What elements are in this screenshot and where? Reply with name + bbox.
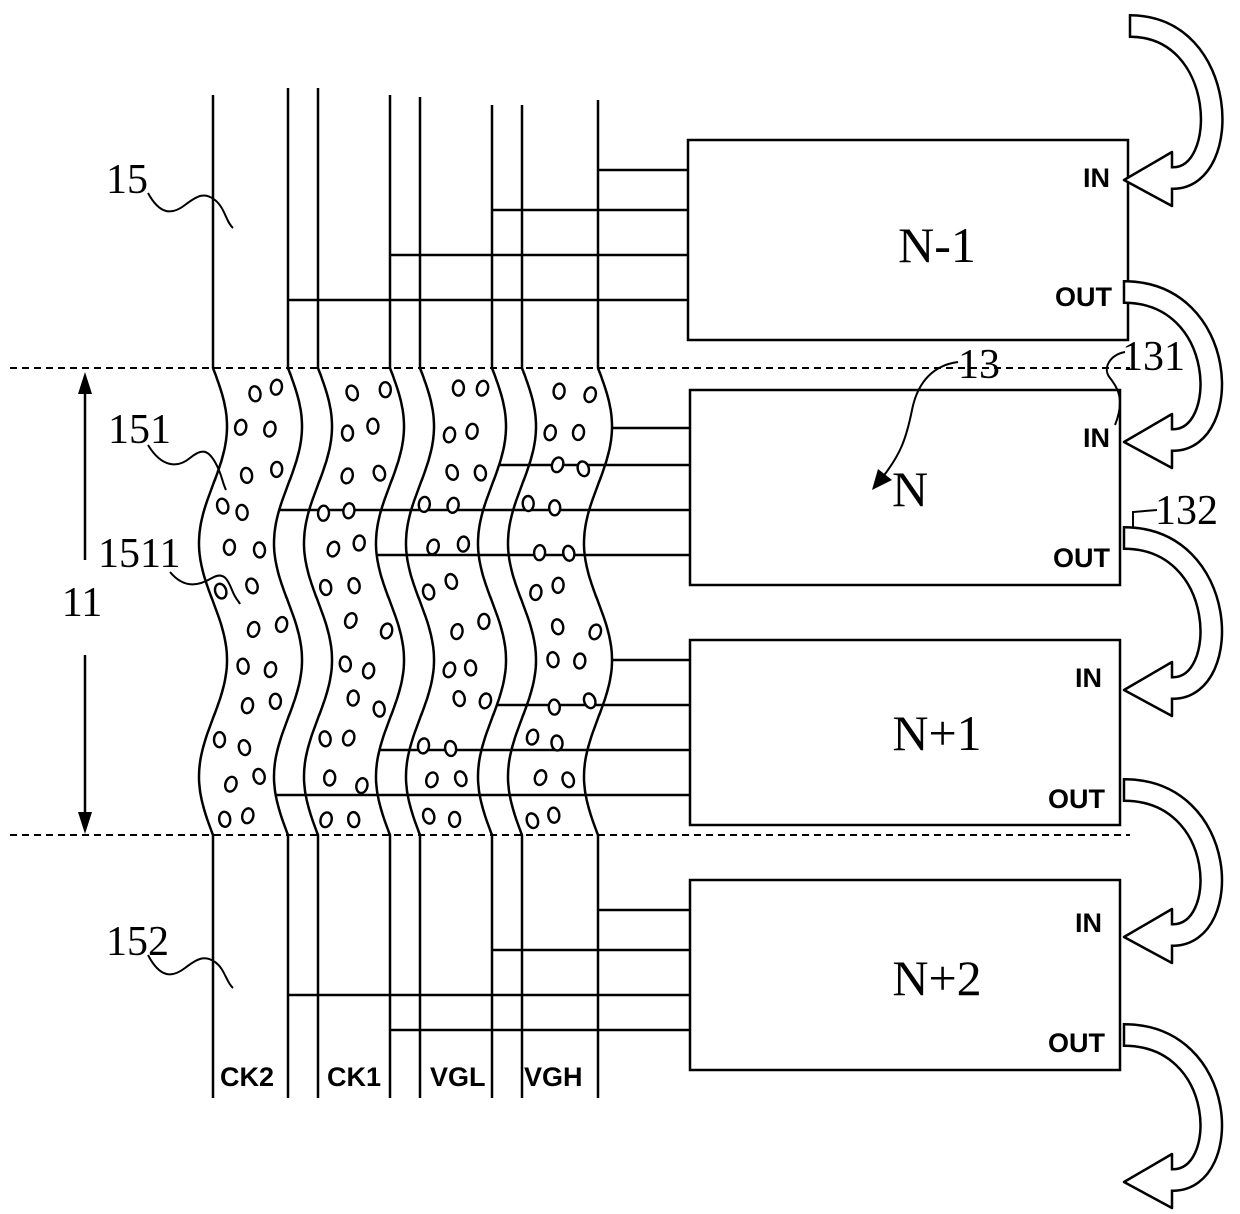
particle-dot bbox=[548, 807, 561, 823]
particle-dot bbox=[547, 652, 560, 668]
particle-dot bbox=[449, 812, 460, 827]
pin-in-label: IN bbox=[1083, 423, 1110, 453]
particle-dot bbox=[240, 467, 253, 483]
flow-arrow-joint bbox=[1169, 926, 1175, 945]
ref-label-11: 11 bbox=[62, 580, 102, 626]
bus-label-ck1: CK1 bbox=[327, 1062, 381, 1092]
particle-dot bbox=[347, 812, 360, 828]
particle-dot bbox=[223, 539, 235, 555]
stage-label: N+1 bbox=[892, 705, 981, 761]
particle-dot bbox=[253, 542, 265, 558]
bus-label-vgh: VGH bbox=[524, 1062, 583, 1092]
particle-dot bbox=[367, 419, 379, 434]
particle-dot bbox=[342, 503, 355, 519]
particle-dot bbox=[214, 732, 225, 747]
bus-label-ck2: CK2 bbox=[220, 1062, 274, 1092]
ref-label-152: 152 bbox=[106, 919, 169, 965]
particle-dot bbox=[353, 535, 366, 551]
flow-arrow-joint bbox=[1169, 431, 1175, 450]
particle-dot bbox=[534, 545, 546, 561]
particle-dot bbox=[553, 383, 565, 399]
ref-label-15: 15 bbox=[106, 157, 148, 203]
pin-in-label: IN bbox=[1083, 163, 1110, 193]
particle-dot bbox=[218, 811, 231, 827]
particle-dot bbox=[249, 386, 262, 402]
particle-dot bbox=[552, 577, 564, 593]
pin-out-label: OUT bbox=[1053, 543, 1111, 573]
particle-dot bbox=[529, 584, 542, 601]
particle-dot bbox=[318, 505, 330, 521]
particle-dot bbox=[418, 496, 431, 512]
particle-dot bbox=[574, 653, 587, 669]
bus-label-vgl: VGL bbox=[430, 1062, 486, 1092]
flow-arrow-joint bbox=[1169, 679, 1175, 698]
particle-dot bbox=[464, 660, 476, 676]
particle-dot bbox=[444, 740, 457, 756]
particle-dot bbox=[339, 656, 352, 672]
particle-dot bbox=[373, 701, 386, 717]
pin-out-label: OUT bbox=[1048, 1028, 1106, 1058]
ref-label-13: 13 bbox=[958, 342, 1000, 388]
particle-dot bbox=[417, 738, 430, 755]
stage-label: N bbox=[892, 461, 928, 517]
particle-dot bbox=[548, 699, 560, 715]
particle-dot bbox=[318, 731, 331, 748]
particle-dot bbox=[380, 382, 391, 397]
particle-dot bbox=[549, 500, 560, 515]
ref-label-131: 131 bbox=[1122, 334, 1185, 380]
particle-dot bbox=[324, 770, 336, 786]
pin-in-label: IN bbox=[1075, 908, 1102, 938]
ref-label-151: 151 bbox=[108, 407, 171, 453]
particle-dot bbox=[342, 426, 353, 441]
particle-dot bbox=[236, 504, 249, 520]
particle-dot bbox=[457, 536, 469, 552]
stage-label: N-1 bbox=[898, 217, 976, 273]
flow-arrow-joint bbox=[1169, 169, 1175, 188]
particle-dot bbox=[347, 690, 359, 706]
particle-dot bbox=[478, 614, 490, 630]
particle-dot bbox=[572, 424, 585, 440]
ref-label-132: 132 bbox=[1155, 488, 1218, 534]
flow-arrow-joint bbox=[1169, 1171, 1175, 1190]
particle-dot bbox=[270, 694, 281, 709]
pin-out-label: OUT bbox=[1055, 282, 1113, 312]
particle-dot bbox=[319, 579, 332, 596]
particle-dot bbox=[551, 735, 564, 751]
stage-label: N+2 bbox=[892, 950, 981, 1006]
pin-out-label: OUT bbox=[1048, 784, 1106, 814]
ref-label-1511: 1511 bbox=[98, 531, 180, 577]
pin-in-label: IN bbox=[1075, 663, 1102, 693]
particle-dot bbox=[271, 462, 283, 478]
particle-dot bbox=[522, 496, 534, 511]
particle-dot bbox=[453, 381, 464, 396]
particle-dot bbox=[237, 658, 250, 674]
particle-dot bbox=[465, 423, 478, 440]
